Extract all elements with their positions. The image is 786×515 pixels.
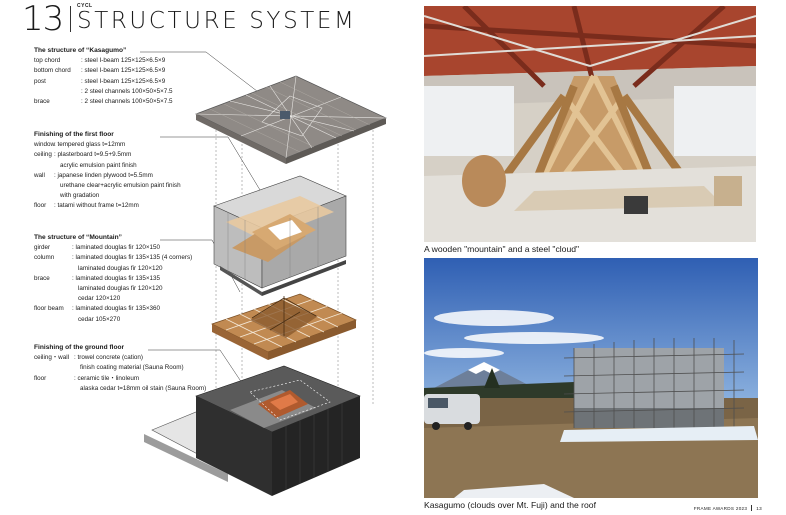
spec-row: with gradation — [34, 191, 224, 201]
spec-row: : 2 steel channels 100×50×5×7.5 — [34, 87, 224, 97]
section-tag: CYCL — [77, 3, 93, 9]
spec-row: floor : tatami without frame t=12mm — [34, 201, 224, 211]
spec-value: : laminated douglas fir 120×150 — [72, 244, 161, 252]
spec-value: : laminated douglas fir 135×135 — [72, 274, 161, 282]
spec-ground-floor: Finishing of the ground floor ceiling・wa… — [34, 343, 224, 394]
page-number: 13 — [22, 0, 64, 39]
spec-row: column : laminated douglas fir 135×135 (4… — [34, 253, 224, 263]
spec-row: cedar 120×120 — [34, 294, 224, 304]
spec-row: bottom chord : steel I-beam 125×125×6.5×9 — [34, 66, 224, 76]
spec-row: laminated douglas fir 120×120 — [34, 284, 224, 294]
spec-row: ceiling: plasterboard t=9.5+9.5mm — [34, 150, 224, 160]
spec-row: floor beam : laminated douglas fir 135×36… — [34, 304, 224, 314]
spec-value: : steel I-beam 125×125×6.5×9 — [81, 77, 166, 85]
spec-value: laminated douglas fir 120×120 — [78, 285, 163, 293]
spec-value: : steel I-beam 125×125×6.5×9 — [81, 67, 166, 75]
photo-interior-caption: A wooden "mountain" and a steel "cloud" — [424, 244, 580, 254]
spec-value: : ceramic tile・linoleum — [74, 374, 140, 382]
spec-value: cedar 120×120 — [78, 295, 121, 303]
spec-value: : 2 steel channels 100×50×5×7.5 — [81, 98, 173, 106]
spec-row: wall : japanese linden plywood t=5.5mm — [34, 171, 224, 181]
spec-row: acrylic emulsion paint finish — [34, 161, 224, 171]
spec-ground-floor-title: Finishing of the ground floor — [34, 344, 125, 351]
spec-label: ceiling — [34, 151, 52, 159]
spec-row: finish coating material (Sauna Room) — [34, 363, 224, 373]
spec-row: laminated douglas fir 120×120 — [34, 264, 224, 274]
spec-value: : 2 steel channels 100×50×5×7.5 — [81, 87, 173, 95]
spec-row: floor : ceramic tile・linoleum — [34, 374, 224, 384]
spec-value: : laminated douglas fir 135×360 — [72, 305, 161, 313]
spec-row: cedar 105×270 — [34, 315, 224, 325]
spec-label: post — [34, 77, 46, 85]
footer-page-number: 13 — [756, 505, 762, 511]
spec-first-floor-title: Finishing of the first floor — [34, 131, 114, 138]
spec-label: wall — [34, 171, 45, 179]
spec-row: post : steel I-beam 125×125×6.5×9 — [34, 77, 224, 87]
spec-value: : japanese linden plywood t=5.5mm — [54, 171, 153, 179]
spec-label: ceiling・wall — [34, 354, 69, 362]
photo-interior-structure — [424, 6, 756, 242]
spec-value: : trowel concrete (cation) — [74, 354, 143, 362]
spec-label: brace — [34, 274, 50, 282]
spec-kasagumo-title: The structure of “Kasagumo” — [34, 47, 127, 54]
spec-value: : laminated douglas fir 135×135 (4 corne… — [72, 254, 193, 262]
spec-row: ceiling・wall : trowel concrete (cation) — [34, 353, 224, 363]
photo-exterior-fuji — [424, 258, 758, 498]
spec-row: brace : 2 steel channels 100×50×5×7.5 — [34, 97, 224, 107]
photo-exterior-caption: Kasagumo (clouds over Mt. Fuji) and the … — [424, 500, 596, 510]
spec-label: top chord — [34, 57, 61, 65]
spec-value: : steel I-beam 125×125×6.5×9 — [81, 57, 166, 65]
spec-label: floor — [34, 202, 47, 210]
footer-separator — [751, 505, 753, 511]
kasagumo-roof — [195, 75, 387, 164]
spec-row: top chord : steel I-beam 125×125×6.5×9 — [34, 56, 224, 66]
exploded-axonometric-diagram — [140, 51, 387, 496]
footer-publication: FRAME AWARDS 2023 — [693, 505, 748, 511]
spec-value: laminated douglas fir 120×120 — [78, 264, 163, 272]
first-floor-volume — [213, 175, 347, 296]
spec-value: cedar 105×270 — [78, 315, 121, 323]
spec-label: floor — [34, 374, 47, 382]
spec-row: brace : laminated douglas fir 135×135 — [34, 274, 224, 284]
spec-value: urethane clear+acrylic emulsion paint fi… — [60, 182, 181, 190]
page-footer: FRAME AWARDS 2023 13 — [694, 505, 762, 511]
spec-row: window: tempered glass t=12mm — [34, 140, 224, 150]
spec-value: : tempered glass t=12mm — [54, 141, 126, 149]
spec-value: acrylic emulsion paint finish — [60, 161, 137, 169]
spec-label: brace — [34, 98, 50, 106]
spec-value: : tatami without frame t=12mm — [54, 202, 139, 210]
spec-label: bottom chord — [34, 67, 71, 75]
spec-row: girder : laminated douglas fir 120×150 — [34, 243, 224, 253]
mountain-timber-frame — [211, 293, 357, 360]
spec-value: finish coating material (Sauna Room) — [80, 364, 184, 372]
spec-first-floor: Finishing of the first floor window: tem… — [34, 130, 224, 212]
spec-label: window — [34, 141, 55, 149]
spec-value: alaska cedar t=18mm oil stain (Sauna Roo… — [80, 384, 207, 392]
spec-label: floor beam — [34, 305, 64, 313]
spec-value: with gradation — [60, 192, 100, 200]
spec-value: : plasterboard t=9.5+9.5mm — [54, 151, 132, 159]
spec-label: girder — [34, 244, 51, 252]
spec-row: alaska cedar t=18mm oil stain (Sauna Roo… — [34, 384, 224, 394]
spec-mountain: The structure of “Mountain” girder : lami… — [34, 233, 224, 325]
spec-row: urethane clear+acrylic emulsion paint fi… — [34, 181, 224, 191]
spec-kasagumo: The structure of “Kasagumo” top chord : s… — [34, 46, 224, 107]
header-divider — [70, 6, 71, 32]
spec-mountain-title: The structure of “Mountain” — [34, 234, 122, 241]
page-title: STRUCTURE SYSTEM — [77, 8, 357, 34]
ground-floor-volume — [144, 365, 361, 496]
spec-label: column — [34, 254, 55, 262]
spec-ground-floor-rows: ceiling・wall : trowel concrete (cation) fi… — [34, 353, 224, 394]
